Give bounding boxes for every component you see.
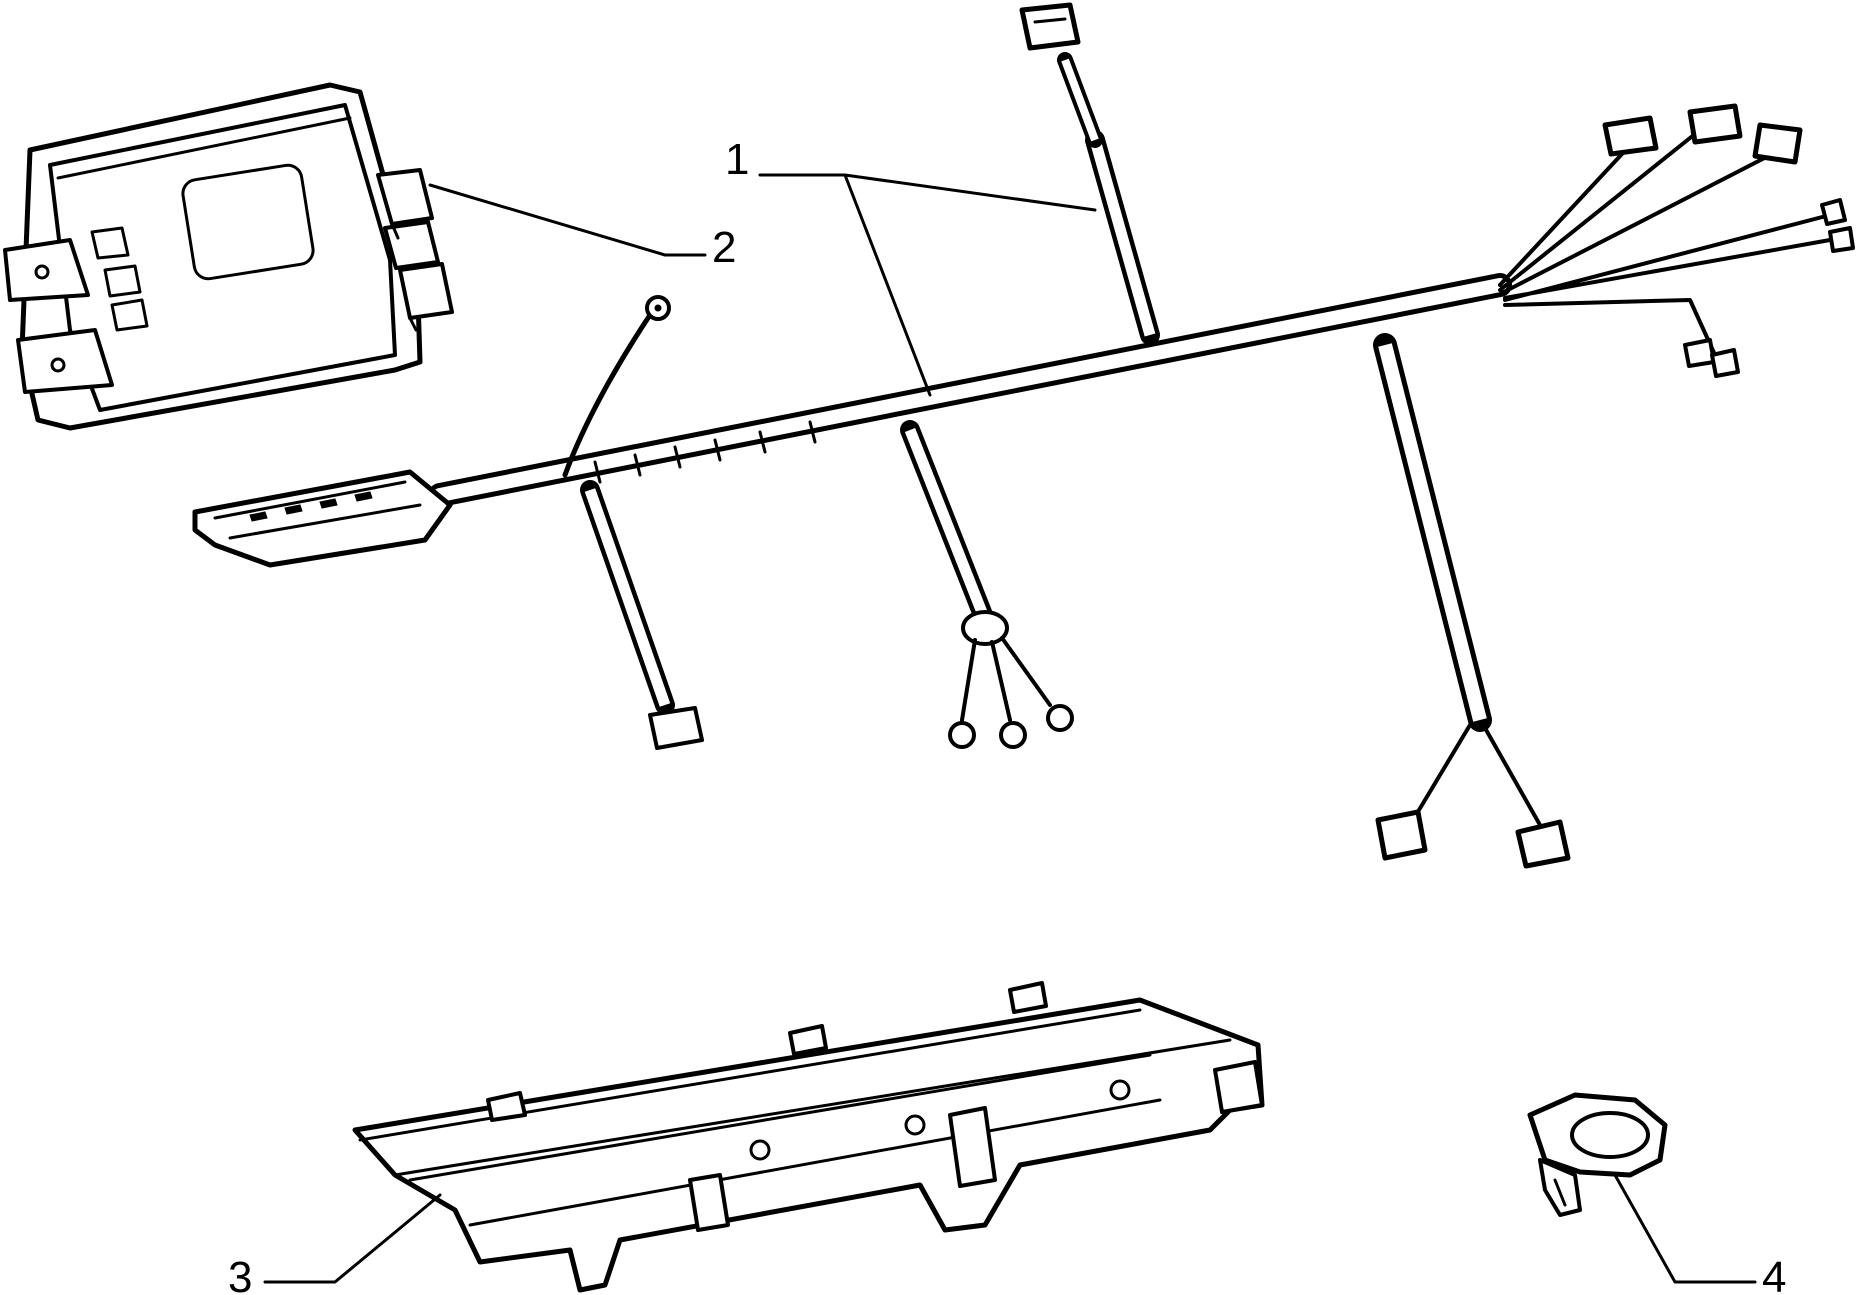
harness-right-fanout: [1498, 103, 1855, 378]
control-unit[interactable]: [3, 82, 454, 431]
callout-3: 3: [228, 1253, 252, 1295]
control-unit-left-lugs: [3, 226, 149, 394]
wiring-harness[interactable]: [192, 2, 1855, 869]
harness-clip[interactable]: [1527, 1092, 1668, 1217]
harness-main-connector[interactable]: [192, 469, 453, 568]
callout-4: 4: [1762, 1253, 1786, 1295]
callout-2: 2: [712, 223, 736, 272]
callout-1: 1: [725, 135, 749, 184]
leader-lines: [263, 173, 1757, 1284]
harness-channel[interactable]: [352, 981, 1265, 1293]
control-unit-right-lugs: [376, 168, 454, 332]
callout-labels: 1 2 3 4: [228, 135, 1786, 1295]
